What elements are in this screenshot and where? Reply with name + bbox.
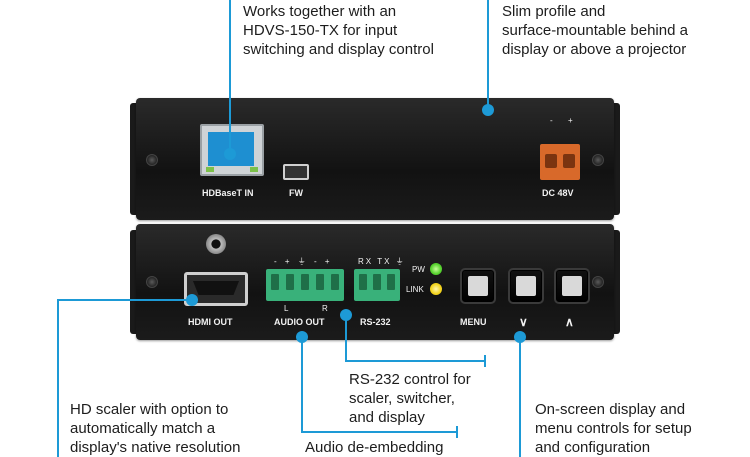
bottom-panel: HDMI OUT - + ⏚ - + L R AUDIO OUT RX TX ⏚… — [136, 224, 614, 340]
screw-icon — [592, 276, 604, 288]
dc-label: DC 48V — [542, 188, 574, 198]
callout-slim: Slim profile and surface-mountable behin… — [502, 3, 688, 58]
leader-line-audio-v — [301, 336, 303, 432]
leader-dot-hdmi — [186, 294, 198, 306]
leader-line-audio-h — [301, 431, 457, 433]
screw-icon — [592, 154, 604, 166]
hdbaset-label: HDBaseT IN — [202, 188, 254, 198]
leader-line-osd-v — [519, 336, 521, 457]
pw-label: PW — [412, 265, 425, 274]
dc-minus-label: - — [550, 116, 553, 125]
leader-dot-hdvs — [224, 148, 236, 160]
rs232-pin-labels: RX TX ⏚ — [358, 257, 406, 266]
leader-line-rs232-v — [345, 314, 347, 361]
fw-label: FW — [289, 188, 303, 198]
leader-end-rs232 — [484, 355, 486, 367]
leader-line-slim — [487, 0, 489, 108]
audio-l-label: L — [284, 304, 289, 313]
callout-audio: Audio de-embedding — [305, 439, 444, 456]
link-label: LINK — [406, 285, 424, 294]
leader-end-audio — [456, 426, 458, 438]
callout-hdvs: Works together with an HDVS-150-TX for i… — [243, 3, 434, 58]
callout-scaler: HD scaler with option to automatically m… — [70, 401, 241, 456]
audio-jack-icon — [206, 234, 226, 254]
dc-power-terminal — [540, 144, 580, 180]
leader-line-hdvs — [229, 0, 231, 152]
rs232-label: RS-232 — [360, 317, 391, 327]
leader-line-rs232-h — [345, 360, 485, 362]
leader-line-hdmi-h — [57, 299, 192, 301]
link-led-icon — [430, 283, 442, 295]
menu-label: MENU — [460, 317, 487, 327]
audio-pin-labels: - + ⏚ - + — [274, 257, 333, 266]
pw-led-icon — [430, 263, 442, 275]
fw-usb-port — [283, 164, 309, 180]
top-panel: HDBaseT IN FW - + DC 48V — [136, 98, 614, 220]
up-label: ∧ — [565, 315, 574, 329]
leader-line-hdmi-v — [57, 299, 59, 457]
audio-out-terminal — [266, 269, 344, 301]
up-button[interactable] — [554, 268, 590, 304]
callout-rs232: RS-232 control for scaler, switcher, and… — [349, 371, 471, 426]
down-button[interactable] — [508, 268, 544, 304]
dc-plus-label: + — [568, 116, 573, 125]
screw-icon — [146, 276, 158, 288]
down-label: ∨ — [519, 315, 528, 329]
hdbaset-port — [200, 124, 264, 176]
rs232-terminal — [354, 269, 400, 301]
leader-dot-slim — [482, 104, 494, 116]
menu-button[interactable] — [460, 268, 496, 304]
callout-osd: On-screen display and menu controls for … — [535, 401, 692, 456]
audio-out-label: AUDIO OUT — [274, 317, 325, 327]
screw-icon — [146, 154, 158, 166]
hdmi-out-label: HDMI OUT — [188, 317, 233, 327]
audio-r-label: R — [322, 304, 328, 313]
